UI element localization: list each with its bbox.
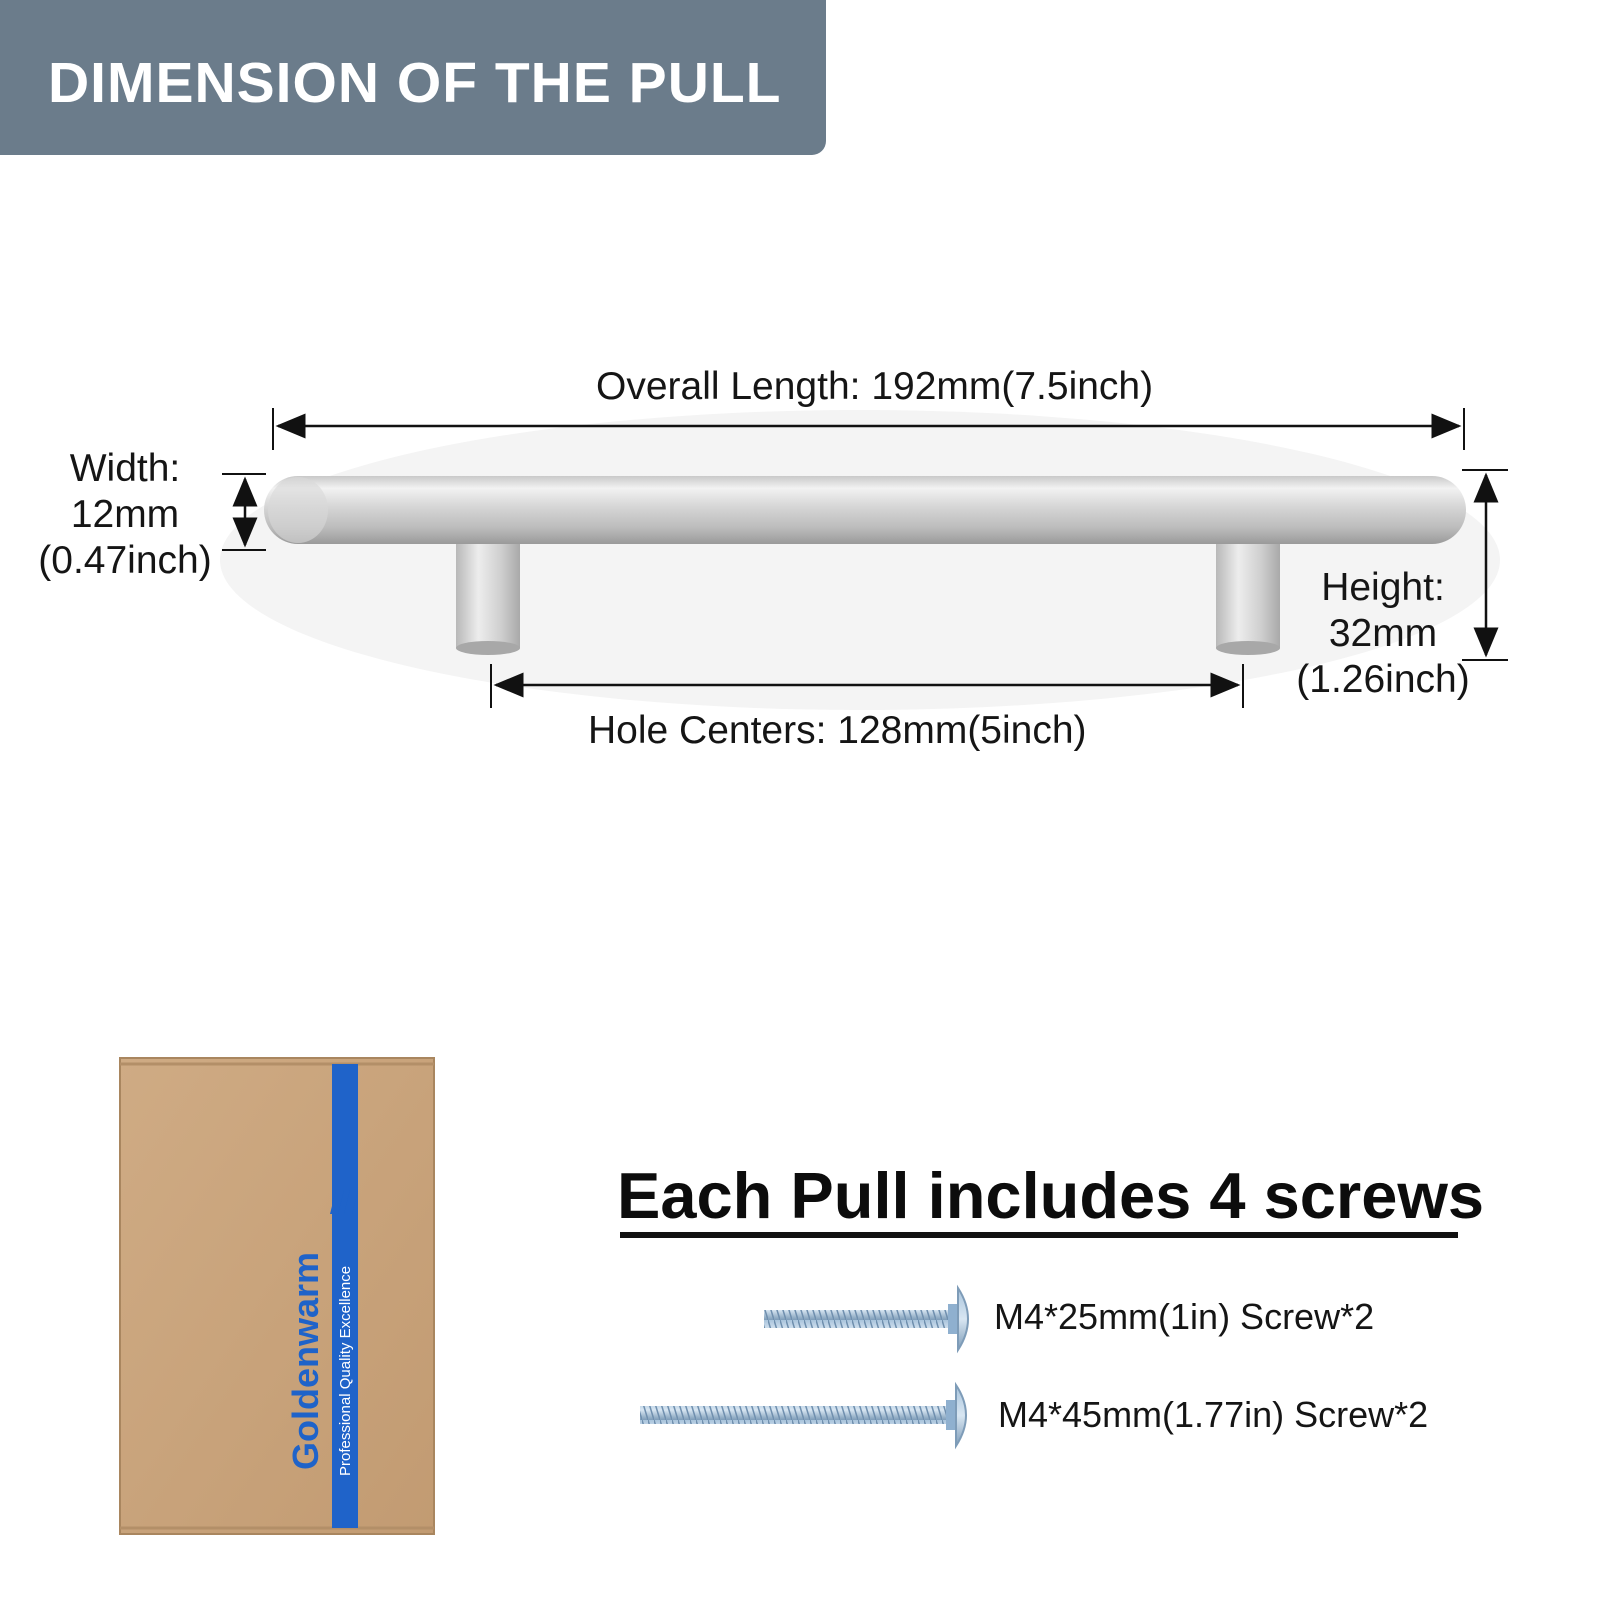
hole-centers-arrow [490,664,1244,708]
screws-heading: Each Pull includes 4 screws [617,1159,1485,1232]
height-label-line2: 32mm [1328,612,1438,655]
box-blue-stripe [332,1064,358,1528]
width-label: Width: 12mm (0.47inch) [30,446,220,584]
box-brand-text: Goldenwarm [285,1252,326,1470]
screw-short-label: M4*25mm(1in) Screw*2 [994,1296,1375,1337]
screw-long-icon [640,1381,967,1450]
box-tagline-text: Professional Quality Excellence [337,1266,354,1476]
width-arrow [222,473,266,551]
handle-right-post [1216,540,1280,655]
height-label-line1: Height: [1321,566,1445,609]
overall-length-label: Overall Length: 192mm(7.5inch) [596,365,1154,408]
page-title: DIMENSION OF THE PULL [48,51,782,115]
header-banner: DIMENSION OF THE PULL [0,0,826,155]
width-label-line3: (0.47inch) [38,539,212,582]
height-arrow [1462,469,1508,661]
screw-long-label: M4*45mm(1.77in) Screw*2 [998,1394,1429,1435]
screw-short-icon [764,1284,969,1354]
height-label: Height: 32mm (1.26inch) [1288,565,1478,703]
screws-heading-underline [620,1232,1458,1238]
product-box: Goldenwarm Professional Quality Excellen… [119,1057,435,1535]
width-label-line1: Width: [69,447,181,490]
width-label-line2: 12mm [70,493,180,536]
hole-centers-label: Hole Centers: 128mm(5inch) [588,709,1087,752]
handle-left-post [456,540,520,655]
height-label-line3: (1.26inch) [1296,658,1470,701]
overall-length-arrow [272,408,1465,450]
handle-bar [264,476,1466,544]
